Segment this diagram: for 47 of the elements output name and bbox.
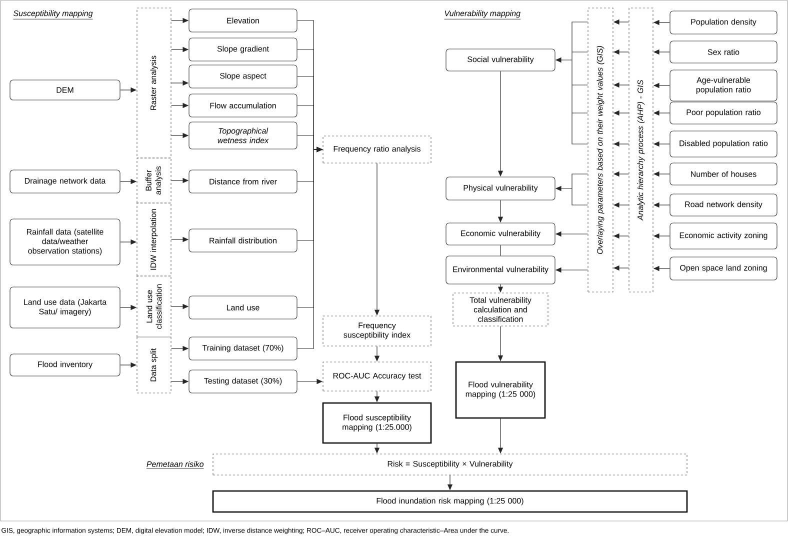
process-box: Population density <box>670 10 778 34</box>
process-box: Testing dataset (30%) <box>188 370 298 394</box>
section-title: Vulnerability mapping <box>444 10 521 20</box>
section-title: Susceptibility mapping <box>13 10 93 20</box>
analysis-band: Analytic hierarchy process (AHP) - GIS <box>628 8 654 292</box>
result-box: Flood inundation risk mapping (1:25 000) <box>212 490 688 513</box>
process-box: Sex ratio <box>670 40 778 64</box>
process-box: Flood inventory <box>10 354 120 376</box>
process-box: Land use <box>188 296 298 320</box>
process-box: Slope aspect <box>188 64 298 88</box>
dashed-box: ROC-AUC Accuracy test <box>322 362 432 392</box>
process-box: Number of houses <box>670 162 778 186</box>
process-box: Drainage network data <box>10 170 120 194</box>
connector-line <box>500 245 501 256</box>
process-box: Elevation <box>188 8 298 32</box>
analysis-band: Data split <box>136 336 172 394</box>
process-box: Training dataset (70%) <box>188 336 298 360</box>
analysis-band: Land use classification <box>136 276 172 338</box>
process-box: Economic vulnerability <box>446 222 556 246</box>
process-box: Rainfall data (satellite data/weather observation stations) <box>10 218 120 266</box>
process-box: Poor population ratio <box>670 102 778 124</box>
process-box: Slope gradient <box>188 38 298 62</box>
process-box: Distance from river <box>188 170 298 194</box>
result-box: Flood susceptibility mapping (1:25.000) <box>322 402 432 444</box>
process-box: Topographical wetness index <box>188 122 298 150</box>
analysis-band: Buffer analysis <box>136 158 172 204</box>
dashed-box: Total vulnerability calculation and classification <box>452 292 548 326</box>
analysis-band: IDW interpolation <box>136 202 172 276</box>
process-box: Physical vulnerability <box>446 176 556 200</box>
dashed-box: Risk = Susceptibility × Vulnerability <box>212 454 688 476</box>
section-title: Pemetaan risiko <box>146 461 204 469</box>
process-box: Social vulnerability <box>446 48 556 72</box>
analysis-band: Raster analysis <box>136 8 172 158</box>
analysis-band: Overlaying parameters based on their weight values (GIS) <box>588 8 614 292</box>
process-box: Flow accumulation <box>188 94 298 118</box>
process-box: Rainfall distribution <box>188 228 298 252</box>
process-box: Economic activity zoning <box>670 222 778 250</box>
result-box: Flood vulnerability mapping (1:25 000) <box>455 361 546 419</box>
dashed-box: Frequency susceptibility index <box>322 316 432 346</box>
process-box: Environmental vulnerability <box>446 256 556 284</box>
process-box: Age-vulnerable population ratio <box>670 70 778 102</box>
process-box: Disabled population ratio <box>670 130 778 158</box>
process-box: DEM <box>10 80 120 100</box>
process-box: Open space land zoning <box>670 256 778 280</box>
process-box: Land use data (Jakarta Satu/ imagery) <box>10 286 120 328</box>
dashed-box: Frequency ratio analysis <box>322 136 432 164</box>
process-box: Road network density <box>670 194 778 216</box>
